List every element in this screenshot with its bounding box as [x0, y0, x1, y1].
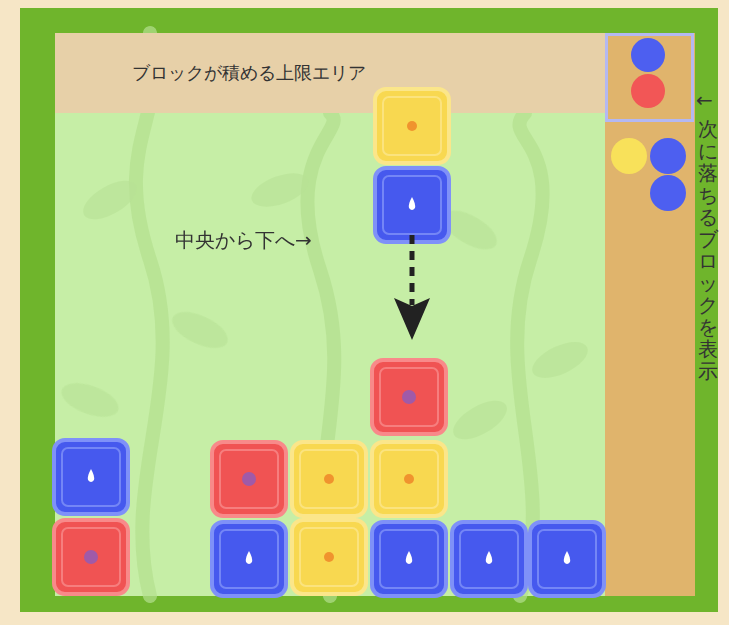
next-red-ball [631, 74, 665, 108]
drop-icon [486, 551, 492, 564]
queue-blue-ball [650, 138, 686, 174]
block-body [372, 442, 446, 516]
queue-blue-ball [650, 175, 686, 211]
blocks [54, 89, 604, 596]
dotted-line [410, 235, 415, 305]
block-inner-ring [538, 530, 596, 588]
block-inner-ring [383, 176, 441, 234]
block-inner-ring [220, 530, 278, 588]
drop-hint: 中央から下へ→ [175, 227, 312, 254]
block-inner-ring [62, 528, 120, 586]
block-body [54, 520, 128, 594]
dot-icon [407, 121, 417, 131]
drop-icon [564, 551, 570, 564]
block [372, 360, 446, 434]
dot-icon [404, 474, 414, 484]
block [452, 522, 526, 596]
dot-icon [324, 552, 334, 562]
block [375, 89, 449, 163]
dot-icon [242, 472, 256, 486]
block-body [212, 522, 286, 596]
block [372, 522, 446, 596]
queue-yellow-ball [611, 138, 647, 174]
vine-pattern [136, 33, 543, 596]
block [530, 522, 604, 596]
block [375, 168, 449, 242]
drop-icon [406, 551, 412, 564]
next-block-caption: 次に落ちるブロックを表示 [698, 118, 718, 382]
next-pieces [611, 38, 686, 211]
next-block-panel [605, 33, 695, 596]
block-inner-ring [383, 97, 441, 155]
block-body [212, 442, 286, 516]
block-inner-ring [460, 530, 518, 588]
block-body [54, 440, 128, 514]
block [292, 442, 366, 516]
band-label: ブロックが積める上限エリア [132, 61, 366, 85]
block-body [375, 168, 449, 242]
block-body [375, 89, 449, 163]
block-inner-ring [380, 530, 438, 588]
block [54, 440, 128, 514]
drop-icon [409, 197, 415, 210]
block-inner-ring [380, 368, 438, 426]
pointer-arrow: ← [696, 88, 713, 112]
play-field [55, 33, 605, 596]
drop-icon [246, 551, 252, 564]
dot-icon [402, 390, 416, 404]
block-body [452, 522, 526, 596]
block [292, 520, 366, 594]
block-inner-ring [220, 450, 278, 508]
block [212, 522, 286, 596]
block-body [372, 522, 446, 596]
block [54, 520, 128, 594]
block-body [372, 360, 446, 434]
block-inner-ring [380, 450, 438, 508]
dot-icon [324, 474, 334, 484]
drop-arrow [394, 235, 430, 340]
block-body [530, 522, 604, 596]
green-frame [20, 8, 718, 612]
leaf-pattern [57, 167, 593, 448]
block [212, 442, 286, 516]
stack-limit-band [55, 33, 605, 113]
next-preview-box [607, 35, 693, 121]
block-inner-ring [300, 528, 358, 586]
next-blue-ball [631, 38, 665, 72]
block-inner-ring [300, 450, 358, 508]
arrow-head [394, 298, 430, 340]
block-inner-ring [62, 448, 120, 506]
limit-area-band: ブロックが積める上限エリア [55, 33, 605, 113]
drop-icon [88, 469, 94, 482]
dot-icon [84, 550, 98, 564]
block-body [292, 442, 366, 516]
block [372, 442, 446, 516]
block-body [292, 520, 366, 594]
